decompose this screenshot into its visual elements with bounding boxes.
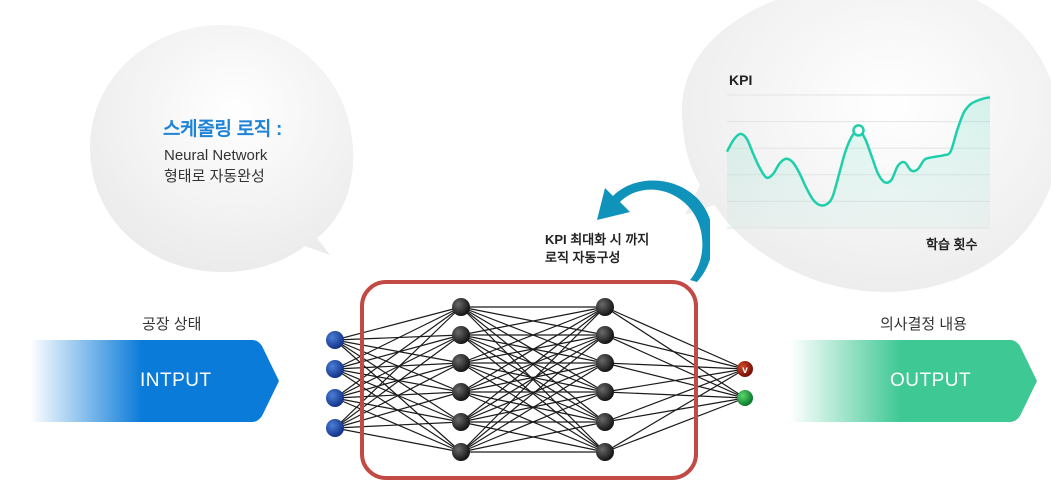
network-connection [334,334,462,429]
output-caption: 의사결정 내용 [880,316,967,333]
input-label: INTPUT [140,370,212,391]
hidden-layers-box [360,280,698,480]
hidden2-layer-node [596,383,614,401]
kpi-chart-bubble [682,0,1051,292]
network-connection [460,334,606,423]
network-connection [460,306,606,336]
network-connection [334,391,462,429]
network-connection [460,362,606,453]
scheduling-logic-description-line1: Neural Network [164,147,268,164]
network-connection [460,306,606,393]
network-connection [334,306,462,370]
kpi-x-axis-label: 학습 횟수 [926,237,978,252]
hidden1-layer-node [452,443,470,461]
hidden1-layer-node [452,383,470,401]
hidden2-layer-node [596,413,614,431]
network-connection [604,368,746,453]
output-layer-node [737,390,753,406]
hidden1-layer-node [452,326,470,344]
network-connection [334,427,462,453]
output-layer-node [737,361,753,377]
network-connection [460,306,606,423]
network-connection [604,362,746,370]
input-layer-node [326,331,344,349]
network-connection [460,334,606,393]
hidden2-layer-node [596,443,614,461]
network-connection [334,306,462,399]
scheduling-speech-bubble [90,25,354,272]
network-connection [604,397,746,453]
input-arrow-shape [30,340,279,422]
network-connection [460,334,606,453]
input-layer-node [326,419,344,437]
network-connection [604,368,746,393]
kpi-axis-title: KPI [729,72,753,88]
network-connection [460,391,606,453]
output-label: OUTPUT [890,370,972,391]
scheduling-logic-description-line2: 형태로 자동완성 [164,168,265,185]
input-caption: 공장 상태 [142,316,202,333]
output-node-check-mark: v [742,365,748,376]
network-connection [334,306,462,429]
network-connection [460,362,606,393]
network-connection [604,334,746,370]
kpi-highlight-point [852,124,865,137]
hidden2-layer-node [596,326,614,344]
network-connection [604,306,746,370]
network-connection [460,306,606,453]
loop-note-line1: KPI 최대화 시 까지 [545,232,650,247]
loop-note-line2: 로직 자동구성 [545,250,621,265]
scheduling-logic-title: 스케줄링 로직 : [163,119,283,140]
network-connection [334,362,462,399]
hidden1-layer-node [452,413,470,431]
kpi-area-fill [727,97,990,228]
hidden1-layer-node [452,298,470,316]
network-connection [334,306,462,341]
output-arrow-shape [790,340,1037,422]
network-connection [460,306,606,364]
network-connection [334,362,462,429]
network-connection [334,421,462,429]
neural-network-diagram: v [326,280,753,480]
hidden2-layer-node [596,298,614,316]
circular-arrow-icon [597,180,710,282]
network-connection [334,334,462,399]
input-layer-node [326,389,344,407]
network-connection [460,362,606,423]
hidden2-layer-node [596,354,614,372]
hidden1-layer-node [452,354,470,372]
input-layer-node [326,360,344,378]
network-connection [460,421,606,453]
network-connection [604,368,746,423]
